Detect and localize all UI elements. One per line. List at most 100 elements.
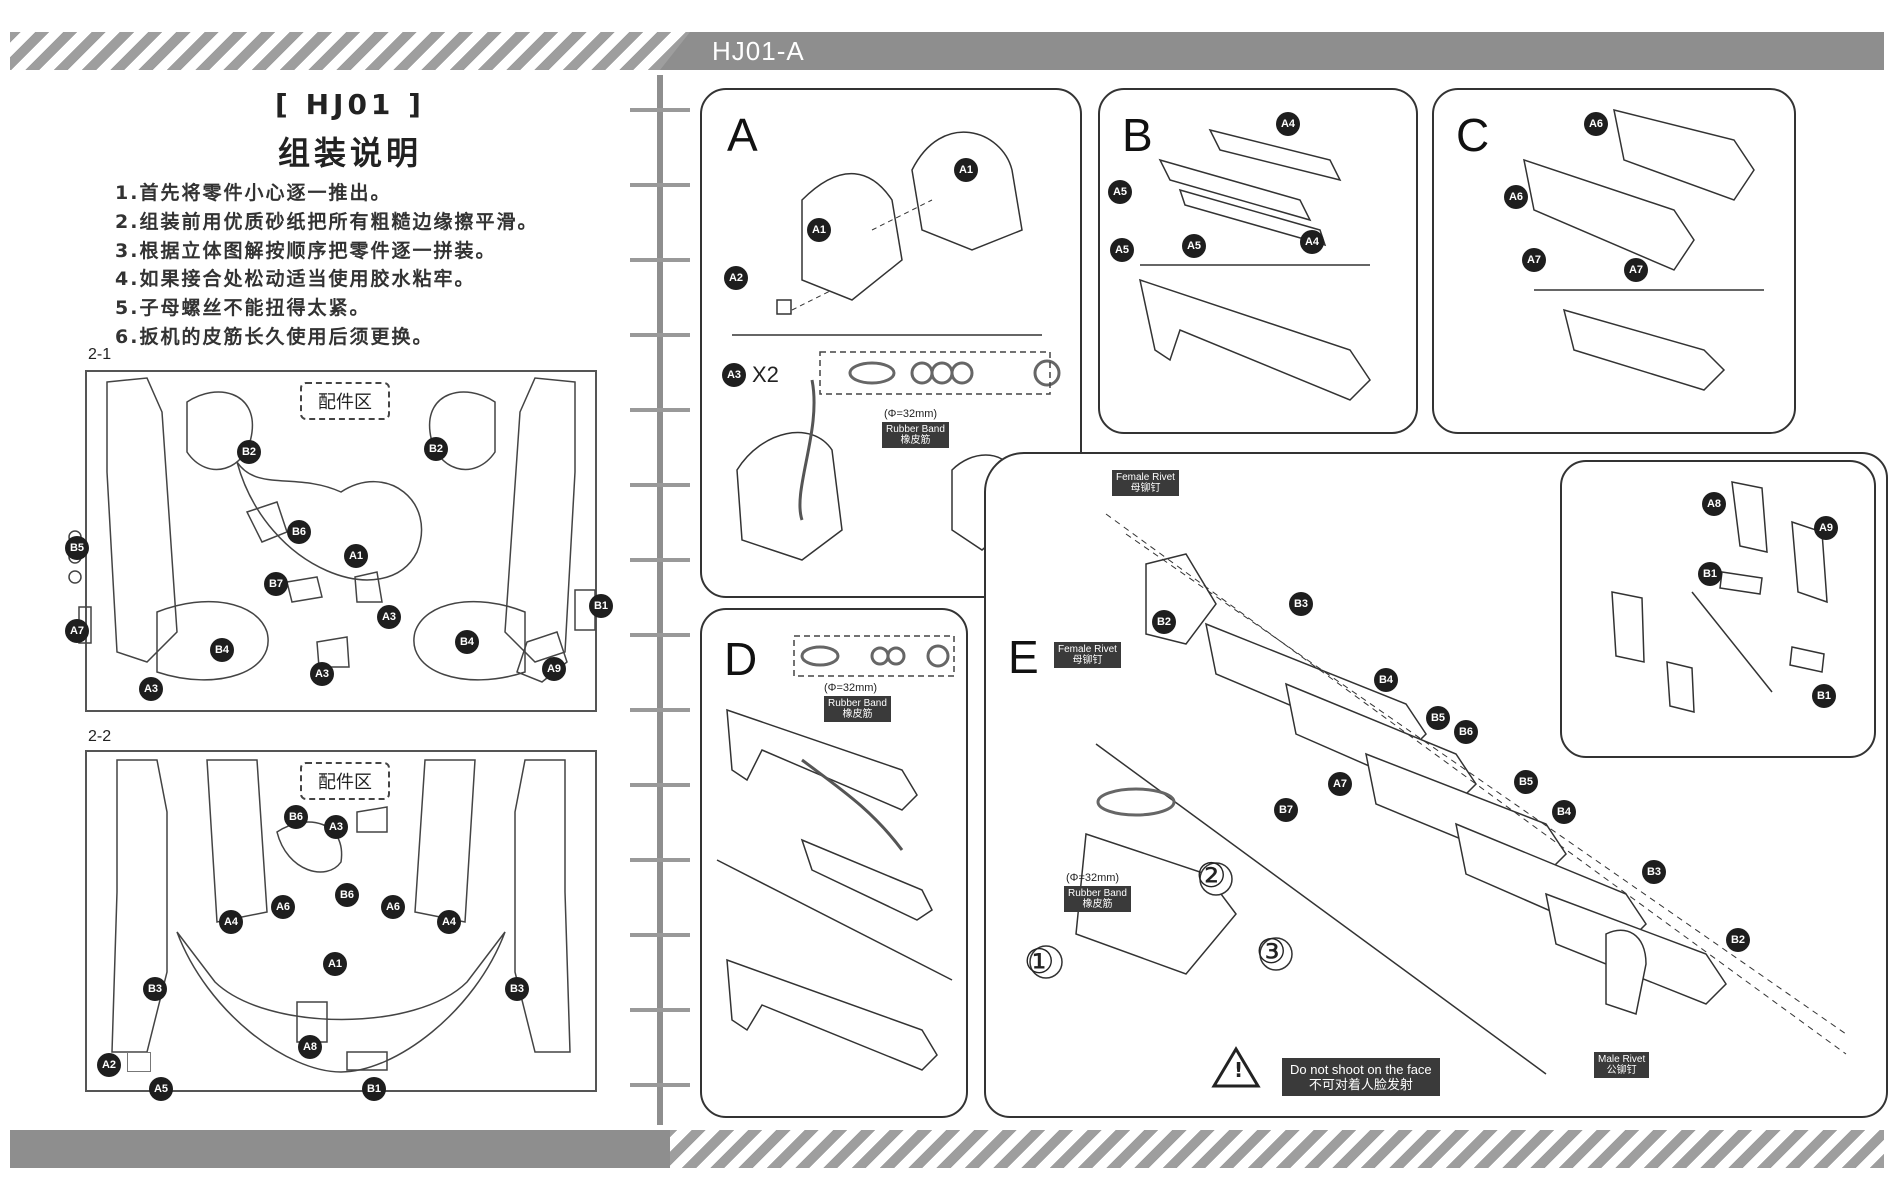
- step-number: ①: [1024, 943, 1055, 981]
- band-label-cn: 橡皮筋: [842, 709, 873, 720]
- panel-e: E Female Rivet 母铆钉 Female Rivet 母铆钉 Male…: [984, 452, 1888, 1118]
- part-label: A9: [1814, 516, 1838, 540]
- panel-b: B A4 A5 A5 A5 A4: [1098, 88, 1418, 434]
- step-number: ②: [1196, 857, 1227, 895]
- sheet2-outlines: [111, 759, 571, 1073]
- part-label: B2: [1152, 610, 1176, 634]
- step-number: ③: [1256, 933, 1287, 971]
- sheet-label: 2-1: [88, 346, 112, 363]
- part-label: B6: [284, 805, 308, 829]
- part-label: A3: [377, 605, 401, 629]
- small-parts: [127, 1052, 151, 1072]
- panel-letter: C: [1456, 109, 1490, 161]
- male-rivet-cn: 公铆钉: [1606, 1065, 1637, 1076]
- male-rivet-label: Male Rivet 公铆钉: [1594, 1052, 1650, 1078]
- female-rivet-label: Female Rivet 母铆钉: [1112, 470, 1179, 496]
- part-label: A2: [97, 1053, 121, 1077]
- panel-letter: E: [1008, 631, 1039, 683]
- part-label: B4: [1374, 668, 1398, 692]
- part-label: B7: [1274, 798, 1298, 822]
- band-label-cn: 橡皮筋: [1082, 899, 1113, 910]
- band-label-en: Rubber Band: [1068, 888, 1127, 899]
- part-label: A1: [323, 952, 347, 976]
- part-label: B3: [1642, 860, 1666, 884]
- female-rivet-cn: 母铆钉: [1072, 655, 1103, 666]
- part-label: A3: [310, 662, 334, 686]
- warning-label: Do not shoot on the face 不可对着人脸发射: [1282, 1058, 1440, 1096]
- part-label: B3: [1289, 592, 1313, 616]
- bottom-stripe-band: [670, 1130, 1884, 1168]
- part-label: A4: [1276, 112, 1300, 136]
- part-label: B3: [143, 977, 167, 1001]
- panel-letter: D: [724, 633, 758, 685]
- part-label: A1: [344, 544, 368, 568]
- part-label: A7: [1328, 772, 1352, 796]
- part-label: A8: [298, 1035, 322, 1059]
- female-rivet-label: Female Rivet 母铆钉: [1054, 642, 1121, 668]
- band-label-en: Rubber Band: [828, 698, 887, 709]
- header-code: HJ01-A: [712, 36, 805, 66]
- band-label: Rubber Band 橡皮筋: [1064, 886, 1131, 912]
- part-label: A6: [1504, 185, 1528, 209]
- part-label: A5: [1108, 180, 1132, 204]
- part-label: A1: [807, 218, 831, 242]
- part-label: A3: [324, 815, 348, 839]
- part-label: B1: [1698, 562, 1722, 586]
- accessory-area: 配件区: [300, 382, 390, 420]
- top-stripe-band: [10, 32, 690, 70]
- part-label: A4: [219, 910, 243, 934]
- part-label: B5: [65, 536, 89, 560]
- band-label: Rubber Band 橡皮筋: [824, 696, 891, 722]
- part-label: A3: [139, 677, 163, 701]
- model-code: [ HJ01 ]: [275, 88, 425, 121]
- sheet1-outlines: [68, 377, 596, 683]
- part-label: B2: [424, 437, 448, 461]
- sheet-label: 2-2: [88, 728, 112, 745]
- panel-f-drawing: [1611, 481, 1828, 713]
- bottom-solid-band: [10, 1130, 670, 1168]
- part-label: A5: [1182, 234, 1206, 258]
- instruction-step: 3.根据立体图解按顺序把零件逐一拼装。: [115, 240, 497, 262]
- instruction-step: 1.首先将零件小心逐一推出。: [115, 182, 392, 204]
- part-label: A1: [954, 158, 978, 182]
- part-label: A6: [381, 895, 405, 919]
- panel-e-drawing: [1029, 513, 1847, 1088]
- part-label: B6: [1454, 720, 1478, 744]
- band-label-cn: 橡皮筋: [900, 435, 931, 446]
- instruction-step: 4.如果接合处松动适当使用胶水粘牢。: [115, 268, 476, 290]
- part-label: A5: [149, 1077, 173, 1101]
- panel-letter: B: [1122, 109, 1153, 161]
- warning-cn: 不可对着人脸发射: [1308, 1077, 1413, 1092]
- panel-f: A8 A9 B1 B1: [1560, 460, 1876, 758]
- part-label: B2: [237, 440, 261, 464]
- top-header-band: [690, 32, 1884, 70]
- instruction-step: 5.子母螺丝不能扭得太紧。: [115, 297, 371, 319]
- panel-b-drawing: [1138, 128, 1371, 401]
- part-label: A7: [65, 619, 89, 643]
- warning-icon: !: [1234, 1058, 1244, 1082]
- band-label: Rubber Band 橡皮筋: [882, 422, 949, 448]
- part-label: A4: [437, 910, 461, 934]
- band-diameter: (Φ=32mm): [1066, 872, 1120, 884]
- instruction-step: 2.组装前用优质砂纸把所有粗糙边缘擦平滑。: [115, 211, 539, 233]
- part-label: B1: [1812, 684, 1836, 708]
- part-label: A6: [1584, 112, 1608, 136]
- spine-ticks: [630, 108, 690, 1087]
- parts-sheet-1: 配件区 B2 B2 B6 A1 B7 A3 B4 B4 A3 A3 B5 A7 …: [65, 370, 613, 712]
- part-label: A9: [542, 657, 566, 681]
- part-label: B4: [455, 630, 479, 654]
- part-label: B5: [1514, 770, 1538, 794]
- part-label: B1: [589, 594, 613, 618]
- part-label: B5: [1426, 706, 1450, 730]
- instructions-title: 组装说明: [277, 134, 422, 172]
- header-slant: [660, 32, 720, 70]
- part-label: B6: [287, 520, 311, 544]
- part-label: A5: [1110, 238, 1134, 262]
- panel-c-drawing: [1523, 108, 1764, 391]
- part-label: B4: [210, 638, 234, 662]
- multiplier: X2: [752, 362, 779, 387]
- part-label: A7: [1522, 248, 1546, 272]
- panel-letter: A: [727, 109, 758, 161]
- parts-sheet-2: 配件区 B6 A3 B6 A6 A6 A4 A4 A1 B3 B3 A8 A2 …: [85, 750, 597, 1101]
- warning-en: Do not shoot on the face: [1290, 1062, 1432, 1077]
